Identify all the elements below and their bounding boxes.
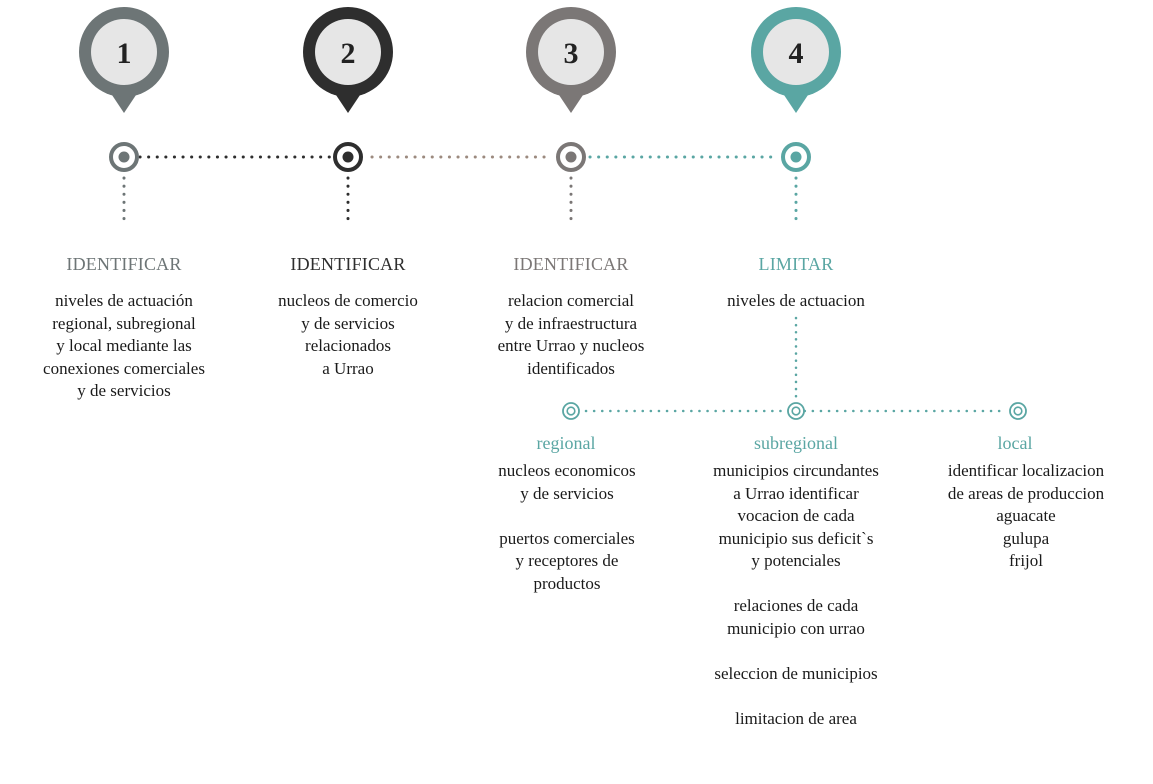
level-node-dot [791, 406, 801, 416]
step-4-text: niveles de actuacion [727, 291, 865, 310]
step-4-pin: 4 [751, 7, 841, 113]
step-3-number: 3 [564, 37, 579, 70]
step-pins: 1 2 3 4 [79, 7, 841, 113]
step-2-pin: 2 [303, 7, 393, 113]
level-subregional-heading: subregional [754, 433, 838, 453]
pin-tail [782, 92, 810, 113]
level-nodes [562, 402, 1027, 420]
node-dot [118, 151, 130, 163]
level-local-text: identificar localizacion de areas de pro… [947, 461, 1105, 570]
step-1-pin: 1 [79, 7, 169, 113]
level-node-ring [1009, 402, 1027, 420]
step-1-text: niveles de actuación regional, subregion… [43, 291, 205, 400]
step-1-node [109, 142, 139, 172]
level-local-node [1009, 402, 1027, 420]
step-2-text: nucleos de comercio y de servicios relac… [278, 291, 418, 378]
step-drops [122, 176, 798, 400]
pin-tail [110, 92, 138, 113]
level-local-heading: local [997, 433, 1033, 453]
level-subregional-node [787, 402, 805, 420]
step-3-pin: 3 [526, 7, 616, 113]
step-2-heading: IDENTIFICAR [290, 254, 406, 274]
step-4-number: 4 [789, 37, 804, 70]
level-node-dot [1013, 406, 1023, 416]
level-regional-heading: regional [536, 433, 596, 453]
step-1-heading: IDENTIFICAR [66, 254, 182, 274]
node-dot [565, 151, 577, 163]
pin-inner-disc [91, 19, 157, 85]
step-2-number: 2 [341, 37, 356, 70]
pin-tail [334, 92, 362, 113]
step-3-node [556, 142, 586, 172]
step-4-node [781, 142, 811, 172]
pin-inner-disc [763, 19, 829, 85]
level-subregional-text: municipios circundantes a Urrao identifi… [713, 461, 879, 728]
step-nodes [109, 142, 811, 172]
step-3-text: relacion comercial y de infraestructura … [497, 291, 645, 378]
pin-inner-disc [538, 19, 604, 85]
node-dot [342, 151, 354, 163]
level-regional-node [562, 402, 580, 420]
step-2-node [333, 142, 363, 172]
step-1-number: 1 [117, 37, 132, 70]
level-regional-text: nucleos economicos y de servicios puerto… [498, 461, 636, 593]
level-node-ring [787, 402, 805, 420]
step-4-heading: LIMITAR [758, 254, 834, 274]
level-node-ring [562, 402, 580, 420]
pin-tail [557, 92, 585, 113]
step-3-heading: IDENTIFICAR [513, 254, 629, 274]
level-node-dot [566, 406, 576, 416]
node-dot [790, 151, 802, 163]
pin-inner-disc [315, 19, 381, 85]
